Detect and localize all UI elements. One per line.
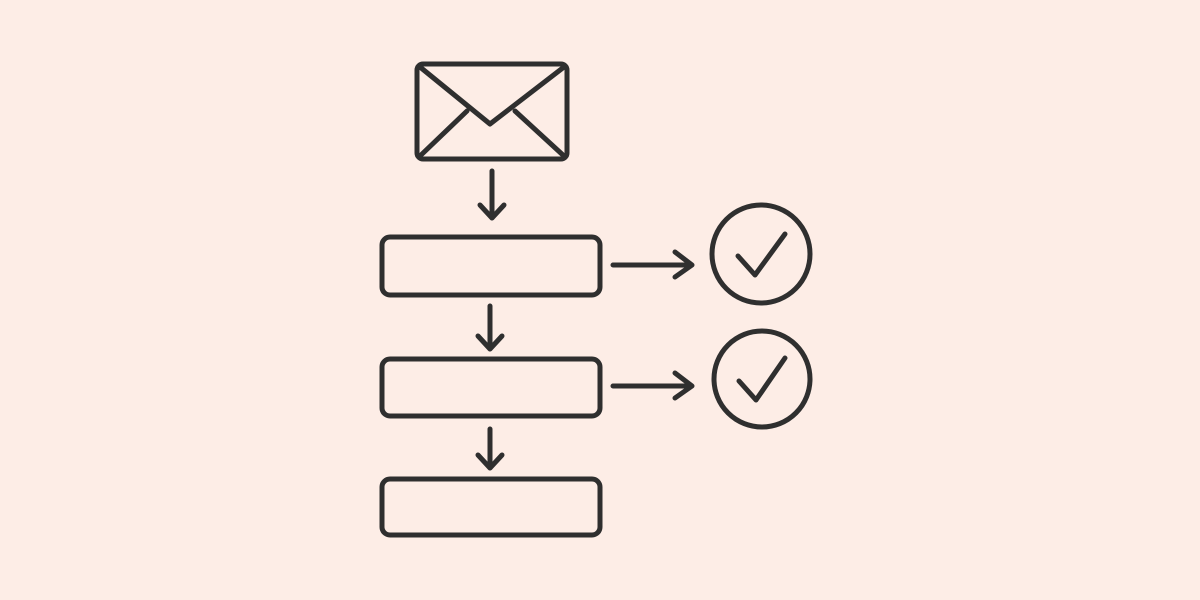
arrow-right-icon bbox=[610, 370, 695, 401]
arrow-down-icon bbox=[477, 168, 507, 221]
arrow-right-icon bbox=[610, 249, 695, 280]
step-box-3 bbox=[379, 476, 603, 538]
check-circle-icon bbox=[709, 202, 813, 306]
arrow-down-icon bbox=[475, 303, 505, 352]
check-circle-icon bbox=[711, 328, 813, 430]
envelope-icon bbox=[414, 61, 570, 162]
step-box-2 bbox=[379, 356, 603, 419]
arrow-down-icon bbox=[475, 426, 505, 471]
step-box-1 bbox=[379, 234, 603, 298]
